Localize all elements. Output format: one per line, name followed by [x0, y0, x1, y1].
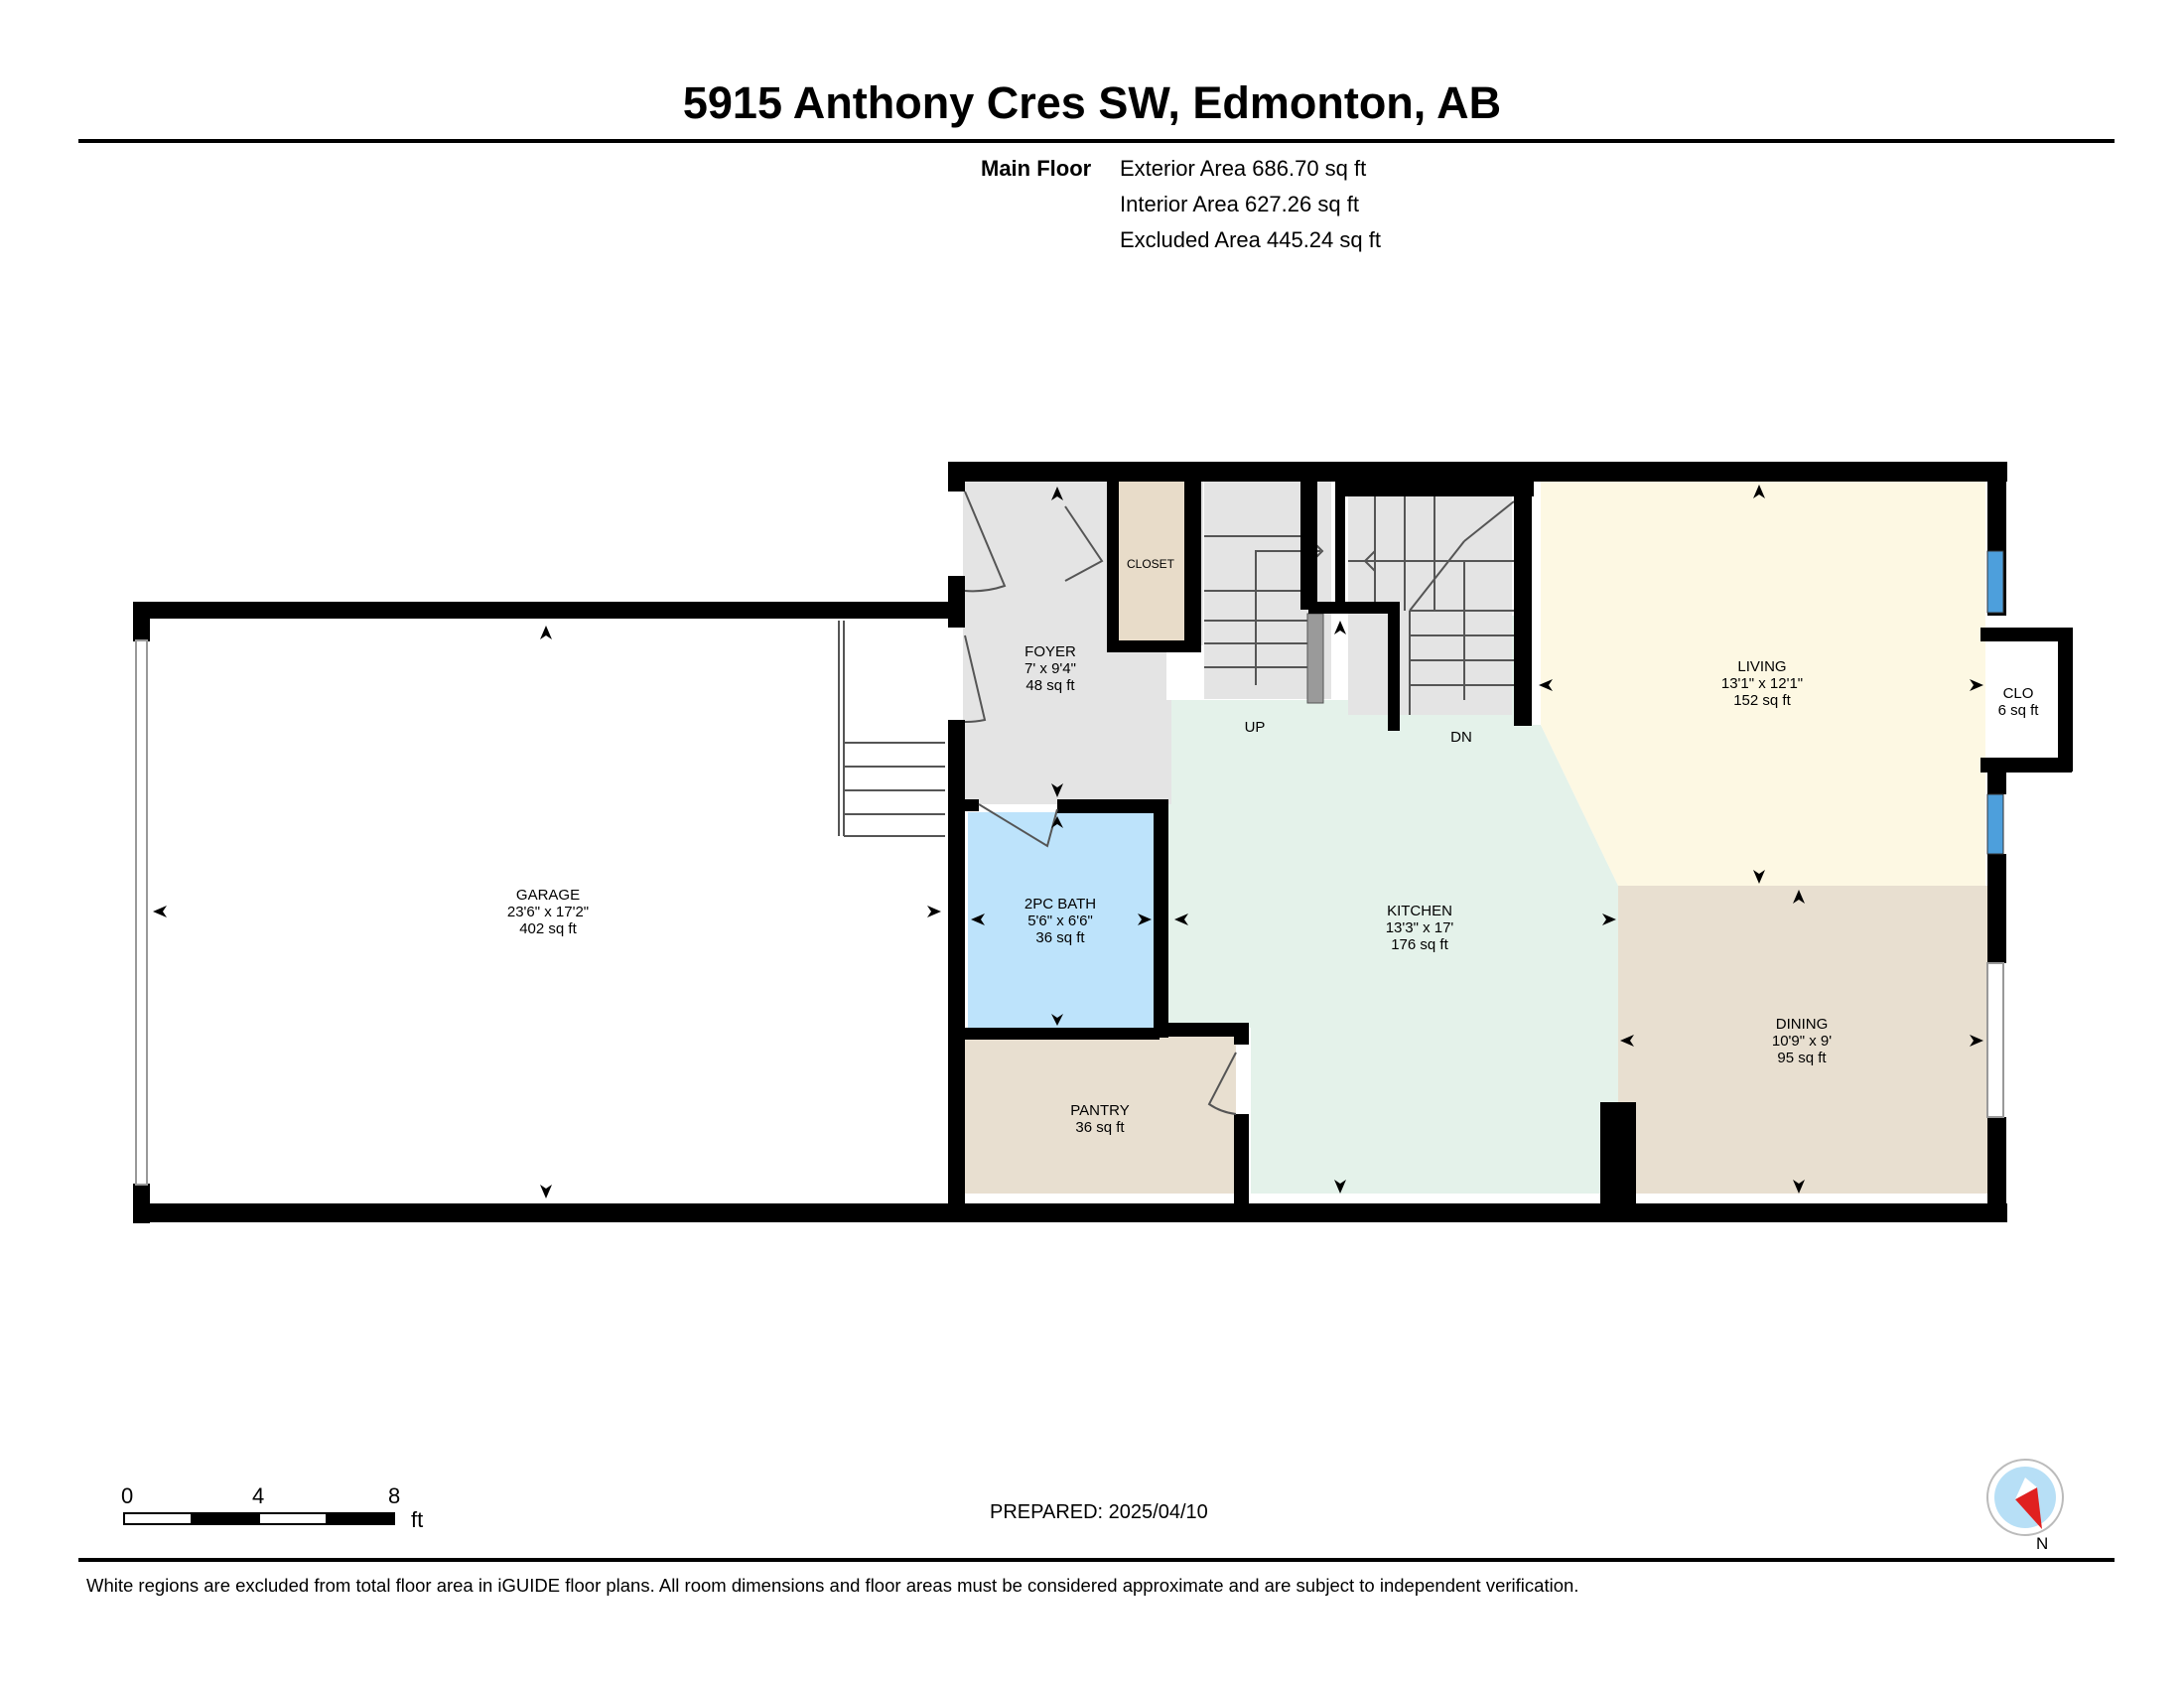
clo-area-text: 6 sq ft: [1998, 702, 2040, 719]
compass-icon: [1986, 1459, 2064, 1536]
dining-patio-door: [1986, 962, 2004, 1118]
clo-name: CLO: [2003, 685, 2034, 702]
doors: [964, 491, 1237, 1115]
kitchen-dims: 13'3" x 17': [1386, 919, 1454, 936]
living-area-text: 152 sq ft: [1733, 692, 1791, 709]
pantry-area: [963, 1037, 1236, 1194]
living-name: LIVING: [1737, 658, 1786, 675]
kitchen-area: [1161, 616, 1618, 1194]
living-window: [1986, 550, 2004, 614]
kitchen-label: KITCHEN 13'3" x 17' 176 sq ft: [1386, 903, 1454, 953]
closet-name: CLOSET: [1127, 557, 1175, 571]
scale-label-4: 4: [252, 1483, 265, 1508]
foyer-area-text: 48 sq ft: [1025, 677, 1075, 694]
clo-label: CLO 6 sq ft: [1998, 685, 2040, 719]
foyer-label: FOYER 7' x 9'4" 48 sq ft: [1024, 643, 1076, 694]
pantry-area-text: 36 sq ft: [1075, 1119, 1125, 1136]
garage-dims: 23'6" x 17'2": [507, 904, 589, 920]
bath-dims: 5'6" x 6'6": [1027, 913, 1093, 929]
bath-area: [968, 812, 1154, 1033]
living-dims: 13'1" x 12'1": [1721, 675, 1803, 692]
foyer-name: FOYER: [1024, 643, 1076, 660]
excluded-area: Excluded Area 445.24 sq ft: [1120, 227, 1381, 252]
dining-name: DINING: [1776, 1016, 1829, 1033]
garage-steps: [838, 621, 945, 837]
garage-area-text: 402 sq ft: [519, 920, 577, 937]
dining-dims: 10'9" x 9': [1772, 1033, 1832, 1050]
scale-bar: [123, 1512, 395, 1525]
bath-area-text: 36 sq ft: [1035, 929, 1085, 946]
compass-north-label: N: [2036, 1534, 2049, 1553]
floor-name: Main Floor: [981, 156, 1092, 181]
stairs-down-label: DN: [1450, 729, 1472, 746]
kitchen-area-text: 176 sq ft: [1391, 936, 1448, 953]
garage-name: GARAGE: [516, 887, 580, 904]
bath-name: 2PC BATH: [1024, 896, 1096, 913]
living-area: [1541, 481, 1985, 886]
scale-unit: ft: [411, 1507, 424, 1532]
closet-area: [1117, 481, 1184, 641]
living-label: LIVING 13'1" x 12'1" 152 sq ft: [1721, 658, 1803, 709]
dining-area-text: 95 sq ft: [1777, 1050, 1827, 1066]
scale-label-0: 0: [121, 1483, 134, 1508]
bath-label: 2PC BATH 5'6" x 6'6" 36 sq ft: [1024, 896, 1096, 946]
kitchen-name: KITCHEN: [1387, 903, 1452, 919]
dining-label: DINING 10'9" x 9' 95 sq ft: [1772, 1016, 1832, 1066]
page-title: 5915 Anthony Cres SW, Edmonton, AB: [682, 77, 1502, 128]
footer-disclaimer: White regions are excluded from total fl…: [86, 1575, 1579, 1596]
pantry-label: PANTRY 36 sq ft: [1070, 1102, 1129, 1136]
dining-area: [1618, 886, 1987, 1194]
walls: [133, 462, 2073, 1223]
foyer-dims: 7' x 9'4": [1024, 660, 1076, 677]
living-window-2: [1986, 793, 2004, 855]
footer-divider: [78, 1558, 2115, 1562]
interior-area: Interior Area 627.26 sq ft: [1120, 192, 1359, 216]
garage-area: [149, 616, 945, 1198]
scale-label-8: 8: [388, 1483, 401, 1508]
header-divider: [78, 139, 2115, 143]
dimension-arrows: [153, 485, 1983, 1198]
stairs-up-label: UP: [1245, 719, 1266, 736]
prepared-date: PREPARED: 2025/04/10: [990, 1501, 1208, 1523]
pantry-name: PANTRY: [1070, 1102, 1129, 1119]
exterior-area: Exterior Area 686.70 sq ft: [1120, 156, 1367, 181]
garage-door: [135, 639, 148, 1186]
garage-label: GARAGE 23'6" x 17'2" 402 sq ft: [507, 887, 589, 937]
